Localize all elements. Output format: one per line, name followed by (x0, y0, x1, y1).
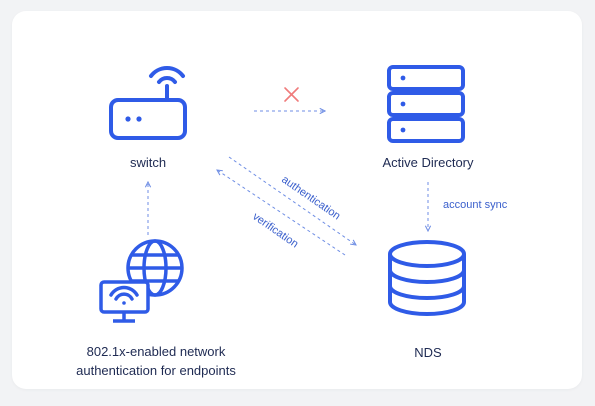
database-icon (388, 240, 466, 316)
endpoints-label-line1: 802.1x-enabled network (87, 344, 226, 359)
verification-label: verification (250, 211, 300, 251)
diagram-card (12, 11, 582, 389)
switch-label: switch (130, 155, 166, 170)
nds-label: NDS (414, 345, 442, 360)
endpoints-label-line2: authentication for endpoints (76, 363, 236, 378)
account-sync-label: account sync (443, 199, 508, 211)
globe-monitor-icon (99, 239, 184, 323)
router-icon (109, 66, 187, 140)
cross-icon (284, 87, 299, 102)
verification-edge (217, 170, 346, 256)
authentication-edge (228, 156, 356, 245)
active-directory-label: Active Directory (382, 155, 474, 170)
server-rack-icon (387, 65, 465, 143)
